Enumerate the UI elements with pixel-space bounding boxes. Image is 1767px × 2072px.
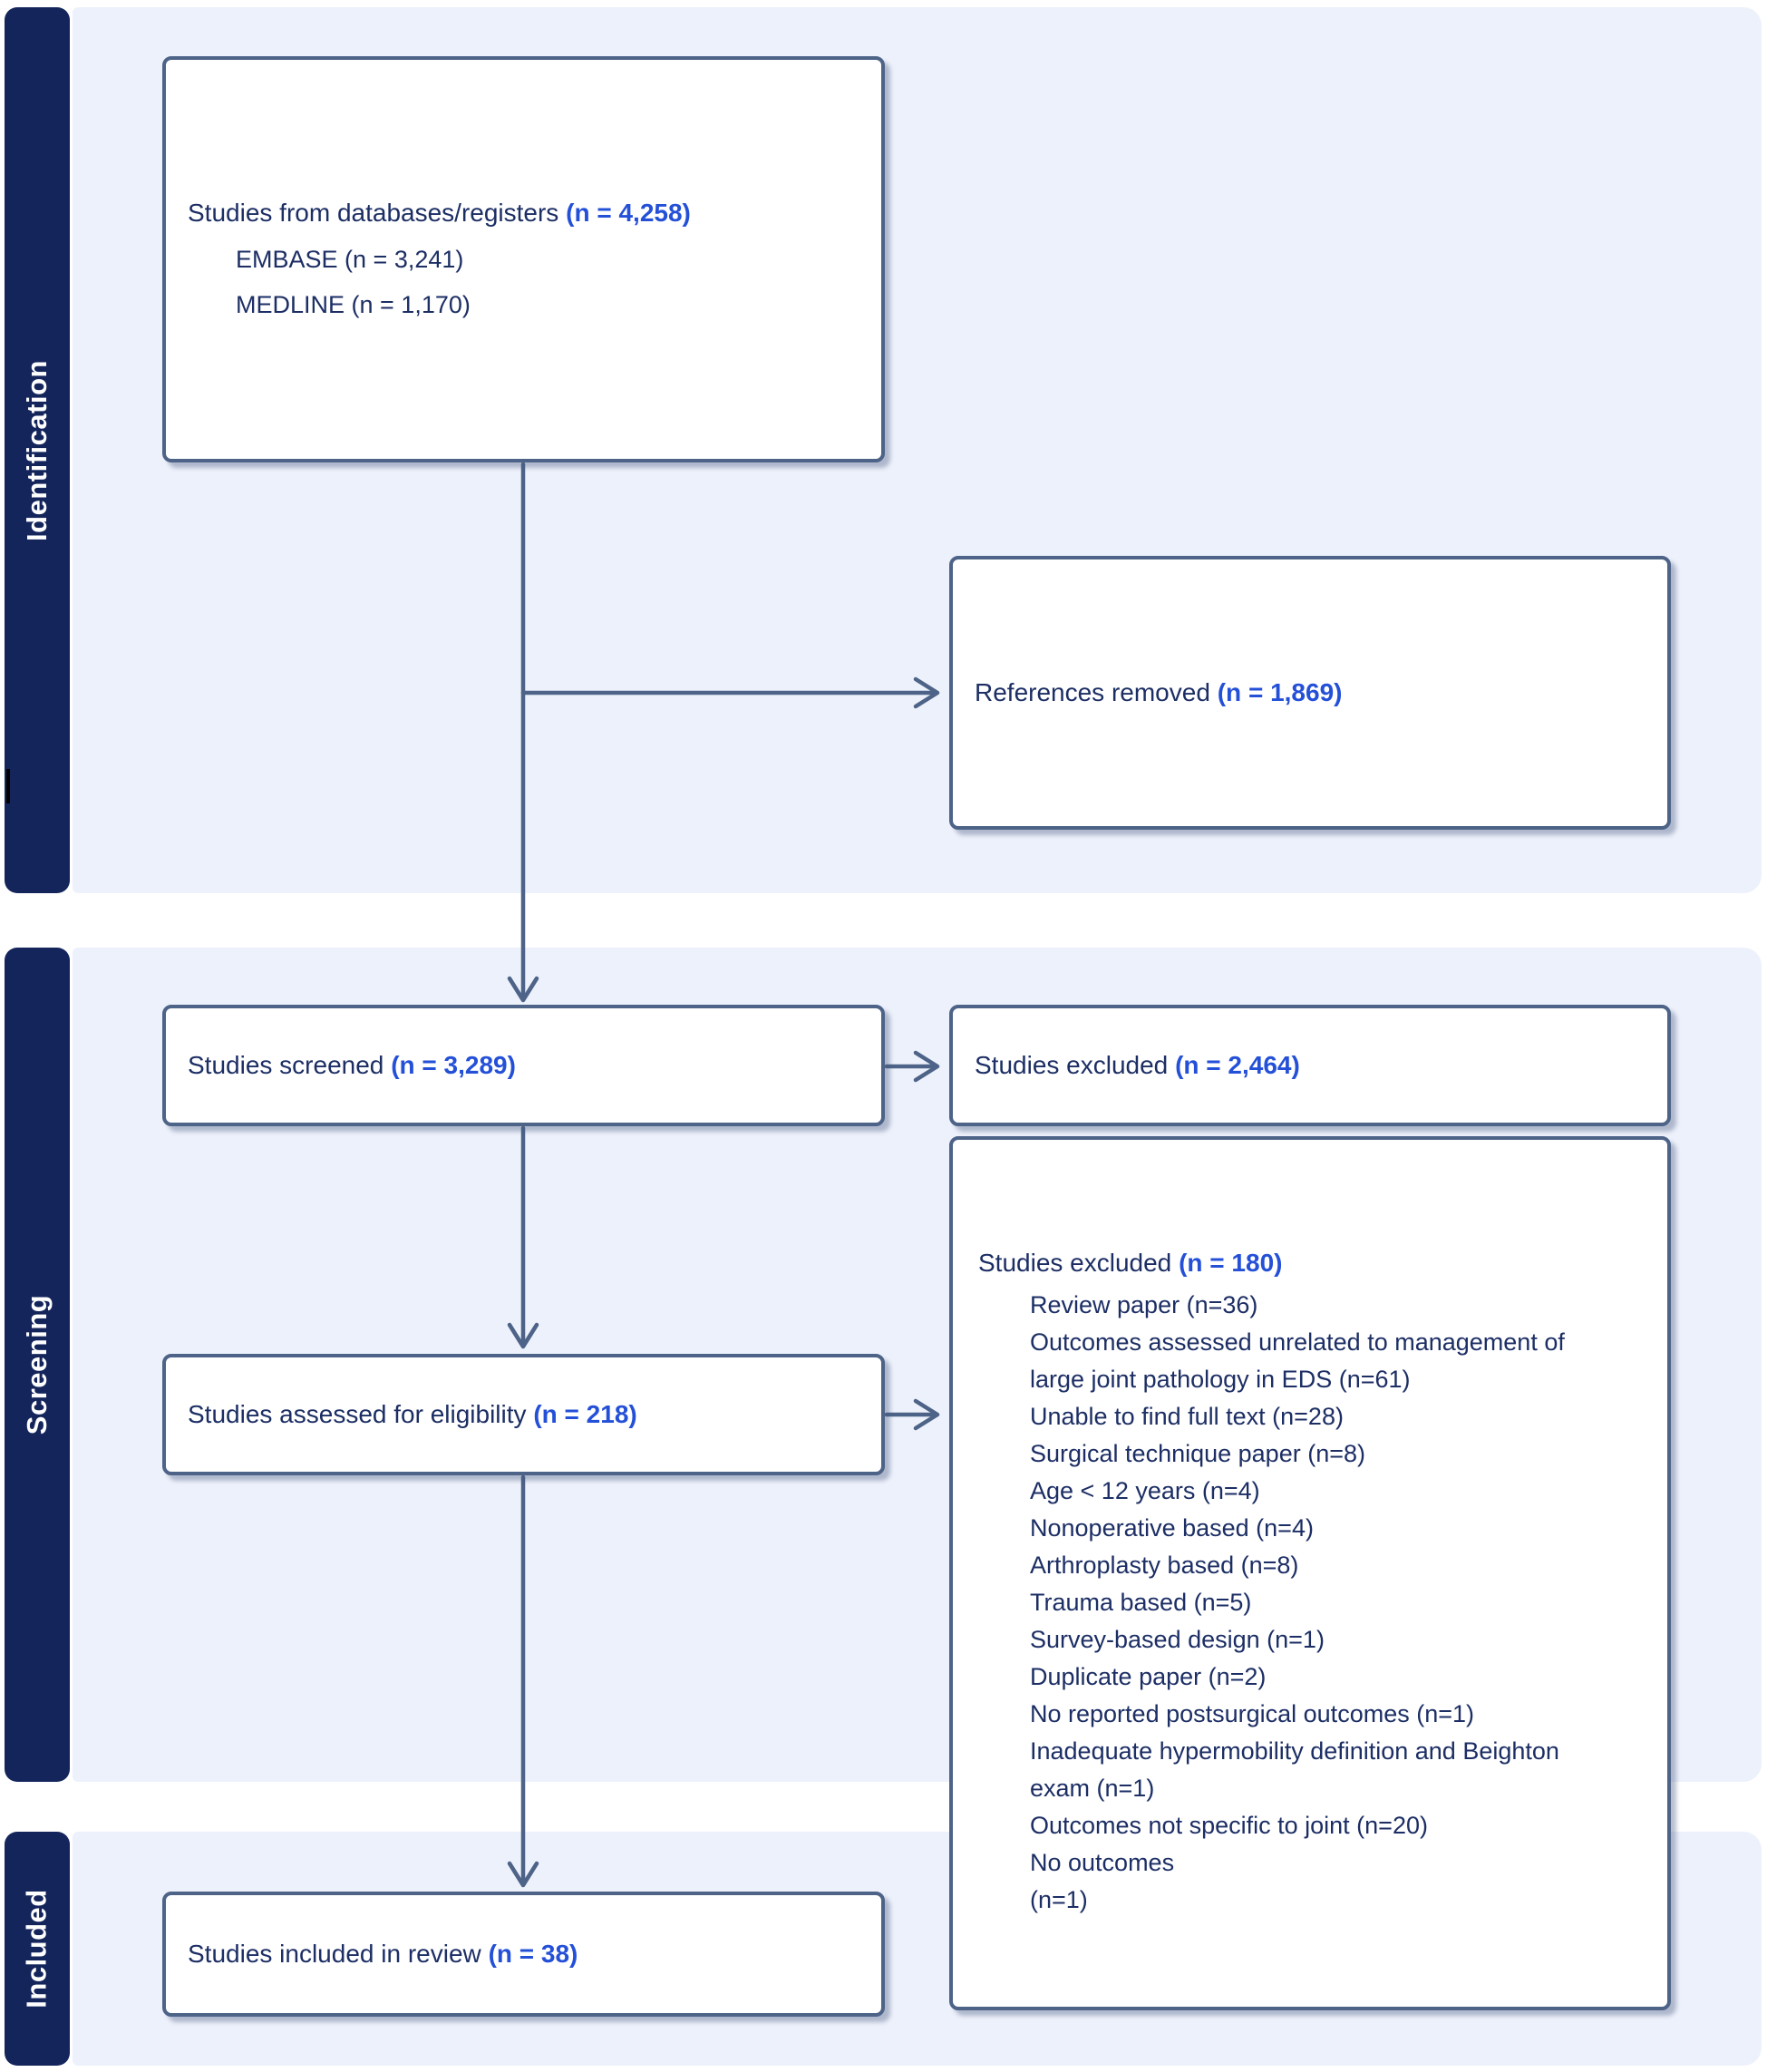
database-source-list: EMBASE (n = 3,241) MEDLINE (n = 1,170) xyxy=(188,237,865,327)
box-title-text: References removed xyxy=(975,678,1210,706)
box-title-count: (n = 4,258) xyxy=(566,199,691,227)
box-title-count: (n = 218) xyxy=(533,1400,637,1428)
exclusion-reason-item: Review paper (n=36) xyxy=(1030,1291,1258,1318)
box-studies-excluded-eligibility: Studies excluded(n = 180) Review paper (… xyxy=(949,1136,1671,2010)
exclusion-reason-item: Duplicate paper (n=2) xyxy=(1030,1663,1267,1690)
box-studies-from-databases: Studies from databases/registers(n = 4,2… xyxy=(162,56,885,462)
exclusion-reason-item: Nonoperative based (n=4) xyxy=(1030,1514,1314,1542)
phase-tab-screening: Screening xyxy=(5,948,70,1782)
exclusion-reason-list: Review paper (n=36) Outcomes assessed unr… xyxy=(978,1287,1651,1919)
stray-tick-mark xyxy=(6,769,10,803)
phase-tab-included: Included xyxy=(5,1832,70,2066)
box-references-removed: References removed(n = 1,869) xyxy=(949,556,1671,830)
exclusion-reason-item: Survey-based design (n=1) xyxy=(1030,1626,1325,1653)
box-title-count: (n = 38) xyxy=(488,1940,578,1968)
box-title-count: (n = 1,869) xyxy=(1217,678,1343,706)
exclusion-reason-item: Unable to find full text (n=28) xyxy=(1030,1403,1344,1430)
box-studies-assessed: Studies assessed for eligibility(n = 218… xyxy=(162,1354,885,1475)
exclusion-reason-item: Outcomes assessed unrelated to managemen… xyxy=(1030,1328,1565,1393)
box-title: Studies screened(n = 3,289) xyxy=(188,1049,865,1082)
box-title: Studies from databases/registers(n = 4,2… xyxy=(188,197,865,229)
box-title-count: (n = 3,289) xyxy=(391,1051,516,1079)
database-source-item: MEDLINE (n = 1,170) xyxy=(236,291,471,318)
phase-tab-identification: Identification xyxy=(5,7,70,893)
box-title-text: Studies excluded xyxy=(978,1249,1172,1277)
box-title: Studies excluded(n = 2,464) xyxy=(975,1049,1651,1082)
box-title: Studies excluded(n = 180) xyxy=(978,1247,1651,1279)
box-title-count: (n = 2,464) xyxy=(1175,1051,1300,1079)
box-title-text: Studies excluded xyxy=(975,1051,1169,1079)
exclusion-reason-item: No outcomes (n=1) xyxy=(1030,1849,1175,1913)
exclusion-reason-item: Age < 12 years (n=4) xyxy=(1030,1477,1260,1504)
exclusion-reason-item: No reported postsurgical outcomes (n=1) xyxy=(1030,1700,1474,1727)
box-studies-excluded-screening: Studies excluded(n = 2,464) xyxy=(949,1005,1671,1126)
box-title-count: (n = 180) xyxy=(1179,1249,1283,1277)
exclusion-reason-item: Outcomes not specific to joint (n=20) xyxy=(1030,1812,1428,1839)
phase-label-screening: Screening xyxy=(21,1294,53,1435)
box-studies-screened: Studies screened(n = 3,289) xyxy=(162,1005,885,1126)
box-title-text: Studies screened xyxy=(188,1051,384,1079)
exclusion-reason-item: Inadequate hypermobility definition and … xyxy=(1030,1737,1559,1802)
phase-label-included: Included xyxy=(21,1889,53,2009)
box-title-text: Studies assessed for eligibility xyxy=(188,1400,527,1428)
box-title: Studies assessed for eligibility(n = 218… xyxy=(188,1398,865,1431)
database-source-item: EMBASE (n = 3,241) xyxy=(236,246,464,273)
box-title-text: Studies from databases/registers xyxy=(188,199,559,227)
exclusion-reason-item: Trauma based (n=5) xyxy=(1030,1589,1252,1616)
phase-label-identification: Identification xyxy=(21,359,53,541)
box-title: Studies included in review(n = 38) xyxy=(188,1938,865,1970)
exclusion-reason-item: Surgical technique paper (n=8) xyxy=(1030,1440,1365,1467)
exclusion-reason-item: Arthroplasty based (n=8) xyxy=(1030,1552,1299,1579)
box-title-text: Studies included in review xyxy=(188,1940,481,1968)
box-title: References removed(n = 1,869) xyxy=(975,676,1651,709)
box-studies-included: Studies included in review(n = 38) xyxy=(162,1892,885,2017)
